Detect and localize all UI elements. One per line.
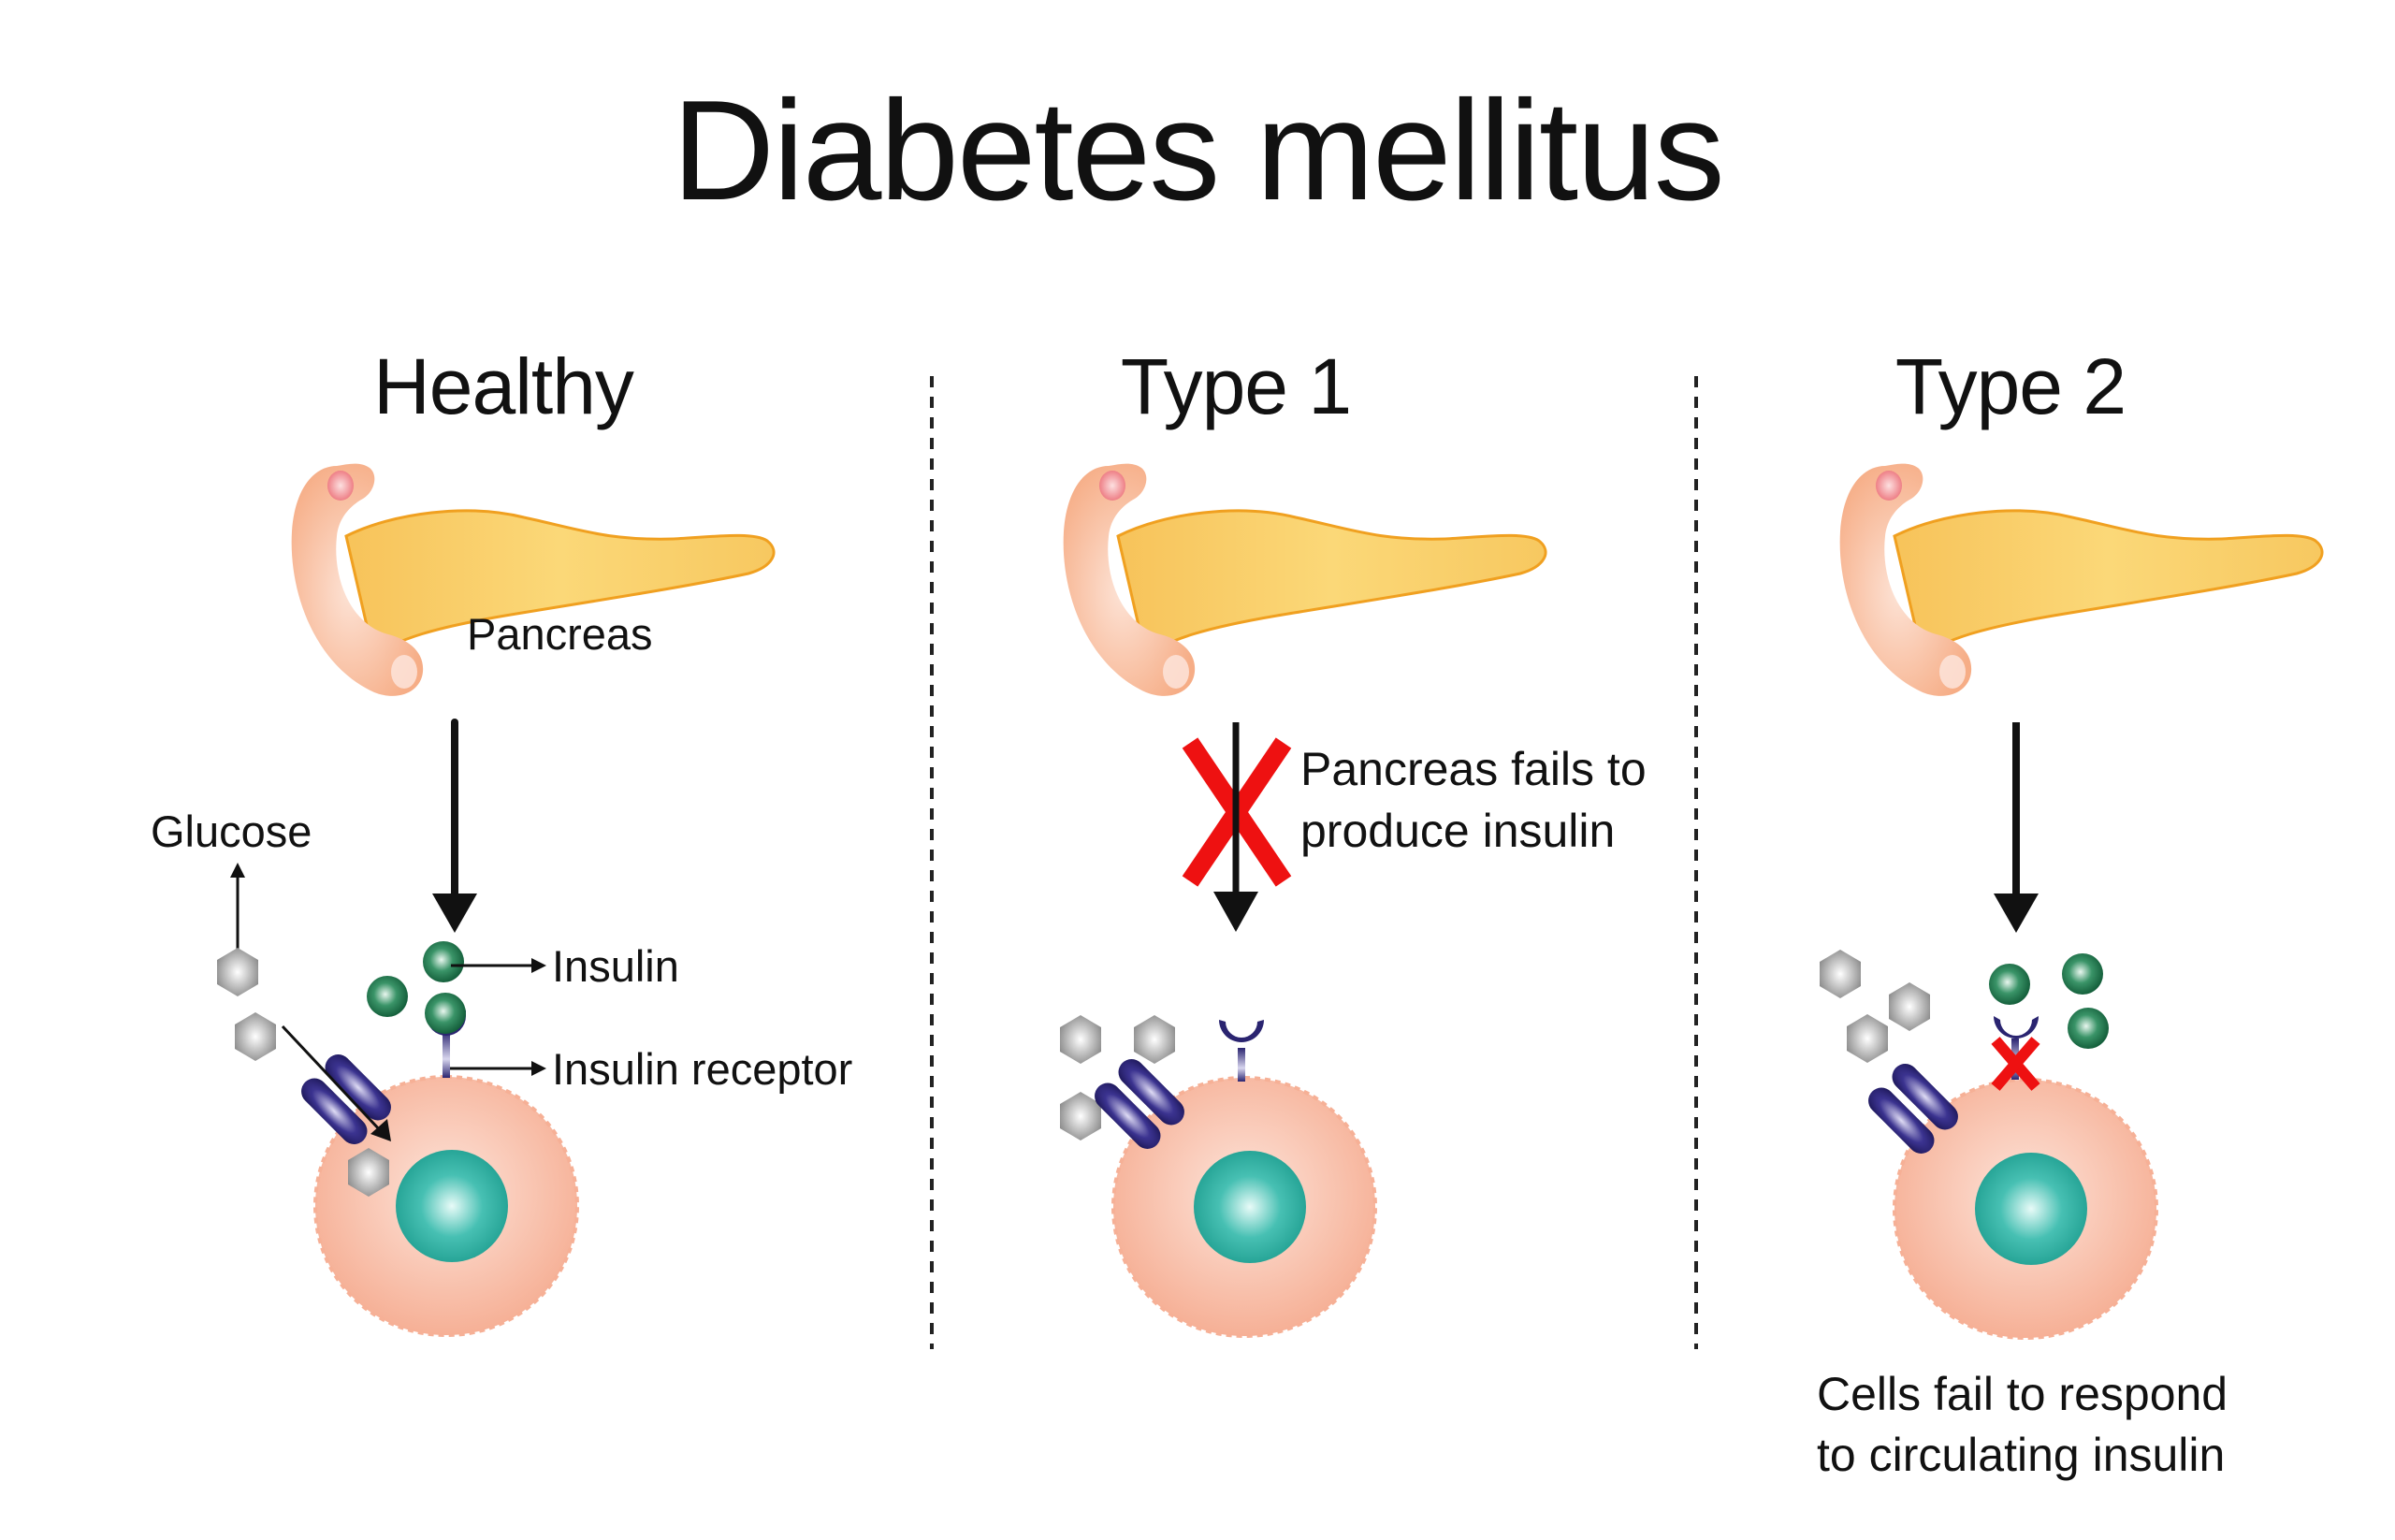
glucose-molecule <box>1060 1015 1101 1064</box>
glucose-molecule <box>217 948 258 996</box>
insulin-molecule <box>2062 953 2103 995</box>
glucose-molecule <box>235 1012 276 1061</box>
insulin-receptor-icon <box>1219 1020 1264 1082</box>
type2-caption-line1: Cells fail to respond <box>1817 1368 2228 1420</box>
insulin-molecule <box>367 976 408 1017</box>
glucose-molecule <box>1134 1015 1175 1064</box>
panel-type1: Type 1 Pancreas fails to produce insulin <box>1060 342 1647 1338</box>
cell-illustration <box>1111 1076 1377 1338</box>
glucose-label-arrow <box>230 863 245 950</box>
receptor-label-arrow <box>450 1061 546 1076</box>
panel-healthy: Healthy Pancreas Glucose <box>151 342 852 1337</box>
glucose-molecule <box>1060 1092 1101 1140</box>
insulin-molecule <box>1989 964 2030 1005</box>
glucose-entry-arrow <box>281 1024 391 1141</box>
insulin-label: Insulin <box>552 941 679 991</box>
pancreas-illustration <box>1062 462 1547 698</box>
red-x-icon <box>1182 722 1292 893</box>
pancreas-illustration <box>290 462 776 698</box>
insulin-receptor-label: Insulin receptor <box>552 1044 852 1094</box>
panel-heading: Type 2 <box>1895 342 2126 430</box>
red-x-icon <box>1991 1037 2040 1091</box>
diagram-title: Diabetes mellitus <box>672 71 1722 230</box>
panel-type2: Type 2 Cells fail to respond to circulat… <box>1817 342 2324 1481</box>
pancreas-illustration <box>1838 462 2324 698</box>
type1-note-line2: produce insulin <box>1300 805 1615 857</box>
insulin-molecule <box>2068 1008 2109 1049</box>
glucose-label: Glucose <box>151 806 312 856</box>
glucose-molecule <box>1847 1014 1888 1063</box>
insulin-molecule-bound <box>425 993 466 1034</box>
panel-heading: Type 1 <box>1121 342 1351 430</box>
insulin-molecule <box>423 941 464 982</box>
glucose-molecule <box>1820 950 1861 998</box>
panel-heading: Healthy <box>373 342 634 430</box>
insulin-release-arrow <box>432 719 477 933</box>
type1-note-line1: Pancreas fails to <box>1300 743 1647 795</box>
insulin-label-arrow <box>451 958 546 973</box>
glucose-molecule <box>1889 982 1930 1031</box>
type2-caption-line2: to circulating insulin <box>1817 1429 2225 1481</box>
pancreas-label: Pancreas <box>467 609 653 659</box>
insulin-release-arrow <box>1994 722 2039 933</box>
